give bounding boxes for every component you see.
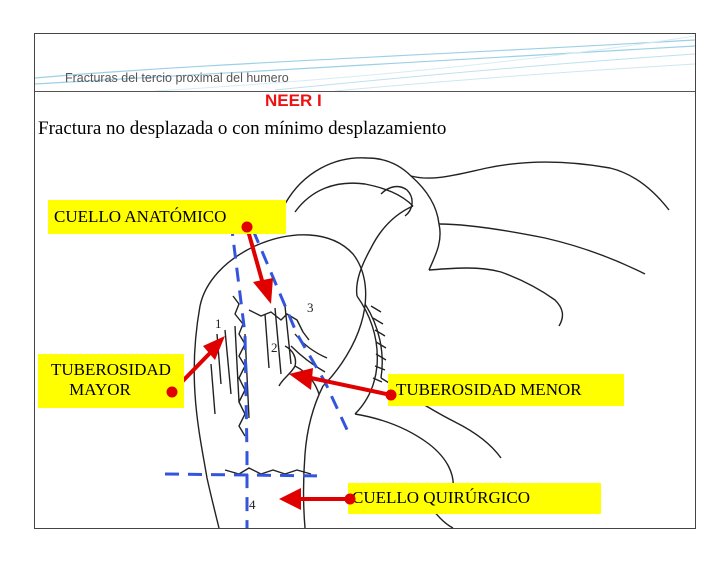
arrow-dot: [241, 221, 253, 233]
dashed-guide-line: [164, 472, 326, 478]
arrow-dot: [344, 493, 356, 505]
arrow-dot: [385, 389, 397, 401]
label-text: TUBEROSIDAD: [51, 360, 171, 379]
arrowhead: [203, 336, 225, 360]
header-divider: [35, 91, 695, 92]
arrow-dot: [166, 386, 178, 398]
neer-title: NEER I: [265, 91, 322, 110]
dashed-guide-line: [229, 221, 249, 528]
label-tuberosidad-menor: TUBEROSIDAD MENOR: [388, 374, 624, 406]
arrowhead: [253, 278, 273, 304]
arrow-dots-overlay: [166, 221, 397, 505]
fragment-number: 1: [215, 316, 222, 331]
subtitle: Fractura no desplazada o con mínimo desp…: [38, 118, 447, 139]
label-text: CUELLO ANATÓMICO: [54, 207, 227, 226]
arrow-cuello-anatomico: [245, 226, 265, 285]
arrow-tuberosidad-menor: [310, 376, 392, 397]
arrowhead: [289, 368, 313, 390]
label-tuberosidad-mayor: TUBEROSIDAD MAYOR: [38, 354, 184, 408]
fragment-number: 3: [307, 300, 314, 315]
dashed-guide-line: [251, 229, 351, 435]
header-wave-decoration: [35, 35, 695, 92]
label-text: MAYOR: [69, 380, 131, 399]
label-text: TUBEROSIDAD MENOR: [396, 380, 582, 399]
label-cuello-anatomico: CUELLO ANATÓMICO: [48, 200, 286, 234]
arrowhead: [279, 488, 301, 510]
slide: Fracturas del tercio proximal del humero…: [34, 33, 696, 529]
slide-header: Fracturas del tercio proximal del humero: [65, 71, 289, 85]
fragment-number: 4: [249, 497, 256, 512]
label-cuello-quirurgico: CUELLO QUIRÚRGICO: [348, 483, 601, 514]
fragment-number: 2: [271, 340, 278, 355]
label-text: CUELLO QUIRÚRGICO: [352, 488, 531, 507]
